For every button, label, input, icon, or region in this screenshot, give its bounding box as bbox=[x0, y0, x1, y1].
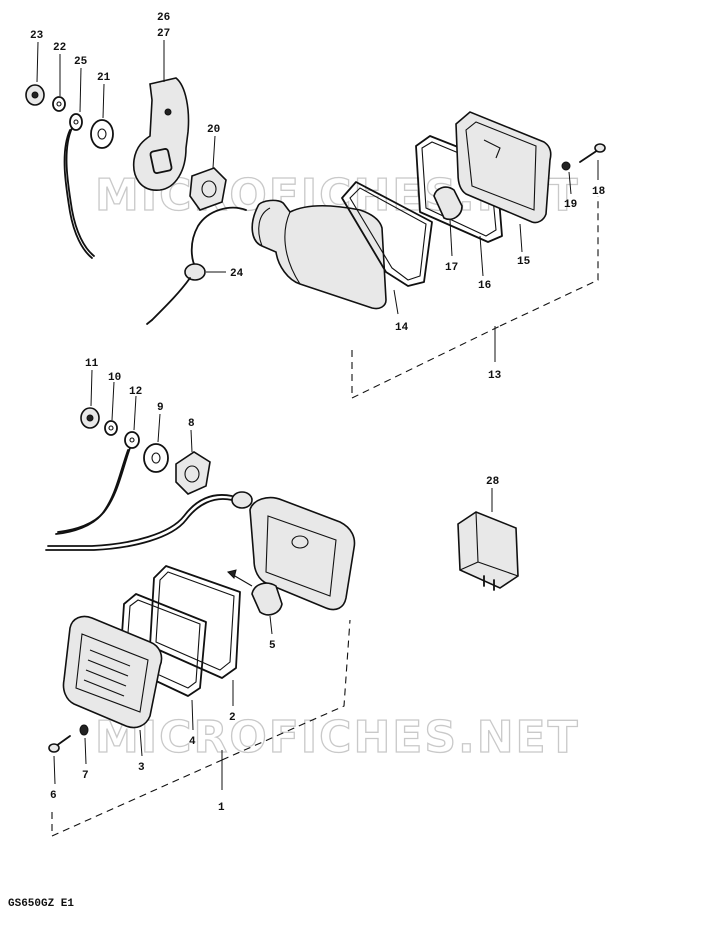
part-11-nut[interactable] bbox=[80, 407, 100, 429]
callout-26: 26 bbox=[157, 12, 170, 24]
part-22-washer[interactable] bbox=[52, 96, 66, 112]
callout-9: 9 bbox=[157, 402, 164, 414]
callout-14: 14 bbox=[395, 322, 409, 334]
callout-20: 20 bbox=[207, 124, 220, 136]
callout-28: 28 bbox=[486, 476, 500, 488]
watermark-bottom: MICROFICHES.NET bbox=[95, 712, 580, 763]
callout-6: 6 bbox=[50, 790, 57, 802]
callout-labels: 23 22 25 21 26 27 20 24 14 17 16 15 19 1… bbox=[30, 12, 606, 814]
part-20-grommet[interactable] bbox=[189, 167, 227, 211]
callout-17: 17 bbox=[445, 262, 458, 274]
part-8-grommet[interactable] bbox=[175, 451, 211, 495]
callout-5: 5 bbox=[269, 640, 276, 652]
callout-16: 16 bbox=[478, 280, 491, 292]
callout-18: 18 bbox=[592, 186, 606, 198]
part-1-housing[interactable] bbox=[249, 496, 356, 611]
part-19-washer[interactable] bbox=[561, 161, 571, 171]
diagram-code: GS650GZ E1 bbox=[8, 898, 74, 910]
part-10-washer[interactable] bbox=[104, 420, 118, 436]
part-9-washer[interactable] bbox=[143, 443, 169, 473]
callout-24: 24 bbox=[230, 268, 244, 280]
callout-8: 8 bbox=[188, 418, 195, 430]
callout-1: 1 bbox=[218, 802, 225, 814]
part-15-lens[interactable] bbox=[455, 111, 552, 253]
part-24-wire-grommet[interactable] bbox=[146, 206, 247, 325]
callout-19: 19 bbox=[564, 199, 577, 211]
part-23-nut[interactable] bbox=[25, 84, 45, 106]
part-16-lens-gasket[interactable] bbox=[415, 135, 503, 243]
callout-3: 3 bbox=[138, 762, 145, 774]
callout-12: 12 bbox=[129, 386, 142, 398]
part-25-ground-wire[interactable] bbox=[63, 113, 95, 259]
callout-11: 11 bbox=[85, 358, 99, 370]
bottom-wire bbox=[45, 491, 253, 551]
callout-22: 22 bbox=[53, 42, 66, 54]
bottom-leader-lines bbox=[51, 369, 351, 837]
top-assembly bbox=[25, 77, 606, 325]
part-7-washer[interactable] bbox=[79, 724, 89, 765]
callout-2: 2 bbox=[229, 712, 236, 724]
part-12-ground-wire[interactable] bbox=[55, 431, 140, 535]
part-28-relay[interactable] bbox=[457, 488, 519, 591]
callout-4: 4 bbox=[189, 736, 196, 748]
callout-25: 25 bbox=[74, 56, 88, 68]
part-3-lens[interactable] bbox=[62, 615, 163, 757]
callout-15: 15 bbox=[517, 256, 531, 268]
callout-7: 7 bbox=[82, 770, 89, 782]
callout-10: 10 bbox=[108, 372, 121, 384]
bottom-assembly bbox=[45, 407, 356, 785]
part-5-bulb[interactable] bbox=[227, 569, 283, 635]
part-6-screw[interactable] bbox=[48, 735, 71, 785]
callout-21: 21 bbox=[97, 72, 111, 84]
top-leader-lines bbox=[36, 40, 599, 399]
part-18-screw[interactable] bbox=[579, 143, 606, 163]
callout-27: 27 bbox=[157, 28, 170, 40]
part-14-gasket[interactable] bbox=[341, 181, 433, 287]
part-21-washer[interactable] bbox=[90, 119, 114, 149]
part-26-27-bracket[interactable] bbox=[132, 77, 190, 191]
callout-23: 23 bbox=[30, 30, 44, 42]
callout-13: 13 bbox=[488, 370, 502, 382]
part-17-bulb[interactable] bbox=[433, 186, 463, 257]
part-14-housing[interactable] bbox=[251, 199, 387, 310]
